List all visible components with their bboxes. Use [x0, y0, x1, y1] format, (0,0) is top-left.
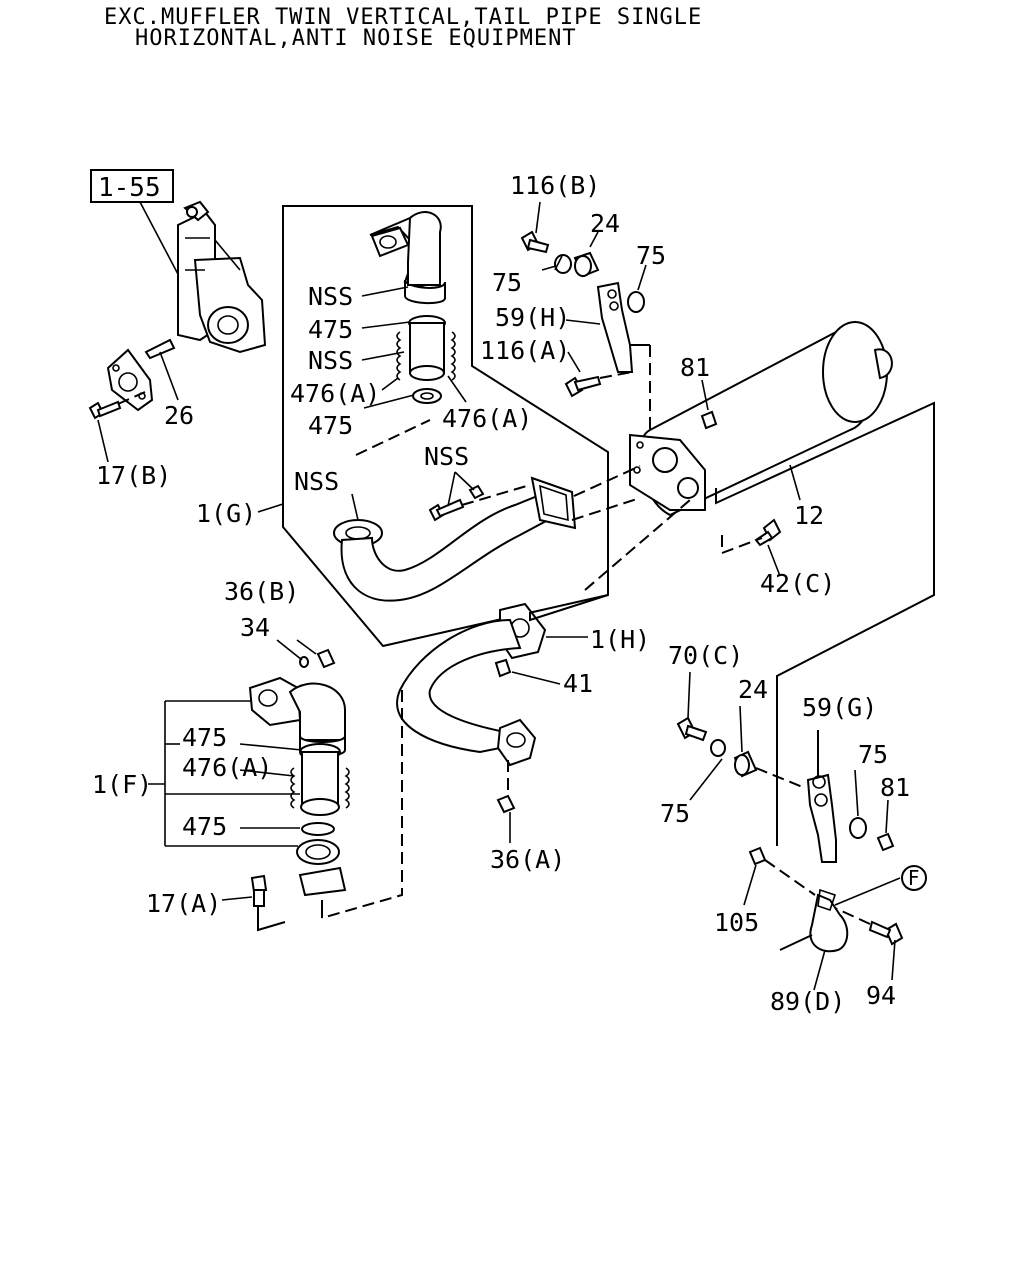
callout-12: 12 — [794, 501, 824, 530]
diagram-title-line-1: EXC.MUFFLER TWIN VERTICAL,TAIL PIPE SING… — [104, 5, 702, 30]
muffler-12 — [629, 320, 893, 517]
bolt-116b — [520, 230, 550, 254]
callout-75-bottom-right: 75 — [858, 740, 888, 769]
callout-59h: 59(H) — [495, 303, 570, 332]
callout-81-top: 81 — [680, 353, 710, 382]
callout-59g: 59(G) — [802, 693, 877, 722]
pipe-1g — [333, 476, 577, 602]
callout-nss-1: NSS — [308, 282, 353, 311]
elbow-pipe-top — [369, 211, 446, 304]
washer-75-top-left — [554, 254, 572, 274]
callout-94: 94 — [866, 981, 896, 1010]
bellows-pipe-top — [408, 315, 446, 404]
bolt-70c — [676, 716, 708, 742]
nut-41 — [494, 658, 512, 678]
bracket-59h — [596, 281, 634, 373]
flange-gasket-26 — [106, 348, 154, 412]
callout-475-3: 475 — [182, 723, 227, 752]
callout-476a-3: 476(A) — [182, 753, 272, 782]
callout-116b: 116(B) — [510, 171, 600, 200]
washer-75-bottom-left — [710, 739, 726, 757]
callout-1h: 1(H) — [590, 625, 650, 654]
callout-75-top-left: 75 — [492, 268, 522, 297]
callout-nss-2: NSS — [308, 346, 353, 375]
callout-75-top-right: 75 — [636, 241, 666, 270]
reference-box-1-55[interactable]: 1-55 — [90, 169, 174, 203]
exhaust-brake-assembly — [177, 200, 267, 354]
bolt-42c — [754, 518, 782, 547]
bolt-nss — [428, 498, 465, 522]
nut-36b — [316, 648, 336, 669]
callout-476a-2: 476(A) — [442, 404, 532, 433]
callout-475-2: 475 — [308, 411, 353, 440]
callout-1f: 1(F) — [92, 770, 152, 799]
callout-89d: 89(D) — [770, 987, 845, 1016]
nut-36a — [496, 794, 516, 814]
callout-17a: 17(A) — [146, 889, 221, 918]
reference-circle-f-label: F — [908, 866, 920, 890]
stud-26 — [144, 338, 176, 360]
callout-34: 34 — [240, 613, 270, 642]
reference-circle-f[interactable] — [901, 865, 927, 891]
callout-nss-3: NSS — [424, 442, 469, 471]
nut-81-top — [700, 410, 718, 430]
callout-17b: 17(B) — [96, 461, 171, 490]
reference-box-label: 1-55 — [98, 173, 161, 203]
callout-24-top: 24 — [590, 209, 620, 238]
callout-nss-4: NSS — [294, 467, 339, 496]
washer-75-top-right — [627, 291, 645, 313]
callout-70c: 70(C) — [668, 641, 743, 670]
callout-75-bottom-left: 75 — [660, 799, 690, 828]
callout-36b: 36(B) — [224, 577, 299, 606]
bolt-116a — [564, 375, 602, 398]
bolt-94 — [868, 920, 904, 946]
callout-26: 26 — [164, 401, 194, 430]
washer-75-bottom-right — [849, 817, 867, 839]
callout-475-4: 475 — [182, 812, 227, 841]
callout-476a-1: 476(A) — [290, 379, 380, 408]
callout-475-1: 475 — [308, 315, 353, 344]
bellows-pipe-bottom — [296, 743, 347, 897]
nut-105 — [748, 846, 767, 866]
spacer-24-bottom — [733, 750, 758, 778]
springs-top — [396, 331, 456, 381]
diagram-title-line-2: HORIZONTAL,ANTI NOISE EQUIPMENT — [135, 26, 577, 51]
callout-42c: 42(C) — [760, 569, 835, 598]
callout-41: 41 — [563, 669, 593, 698]
callout-105: 105 — [714, 908, 759, 937]
callout-116a: 116(A) — [480, 336, 570, 365]
tail-pipe-1h — [396, 602, 547, 767]
callout-36a: 36(A) — [490, 845, 565, 874]
callout-1g: 1(G) — [196, 499, 256, 528]
nut-81-bottom — [876, 832, 895, 852]
callout-24-bottom: 24 — [738, 675, 768, 704]
bolt-17a — [250, 874, 268, 907]
clamp-89d — [809, 888, 849, 953]
spacer-24-top — [573, 251, 600, 278]
callout-81-bottom: 81 — [880, 773, 910, 802]
bracket-59g — [806, 773, 837, 863]
bolt-17b — [88, 400, 122, 420]
